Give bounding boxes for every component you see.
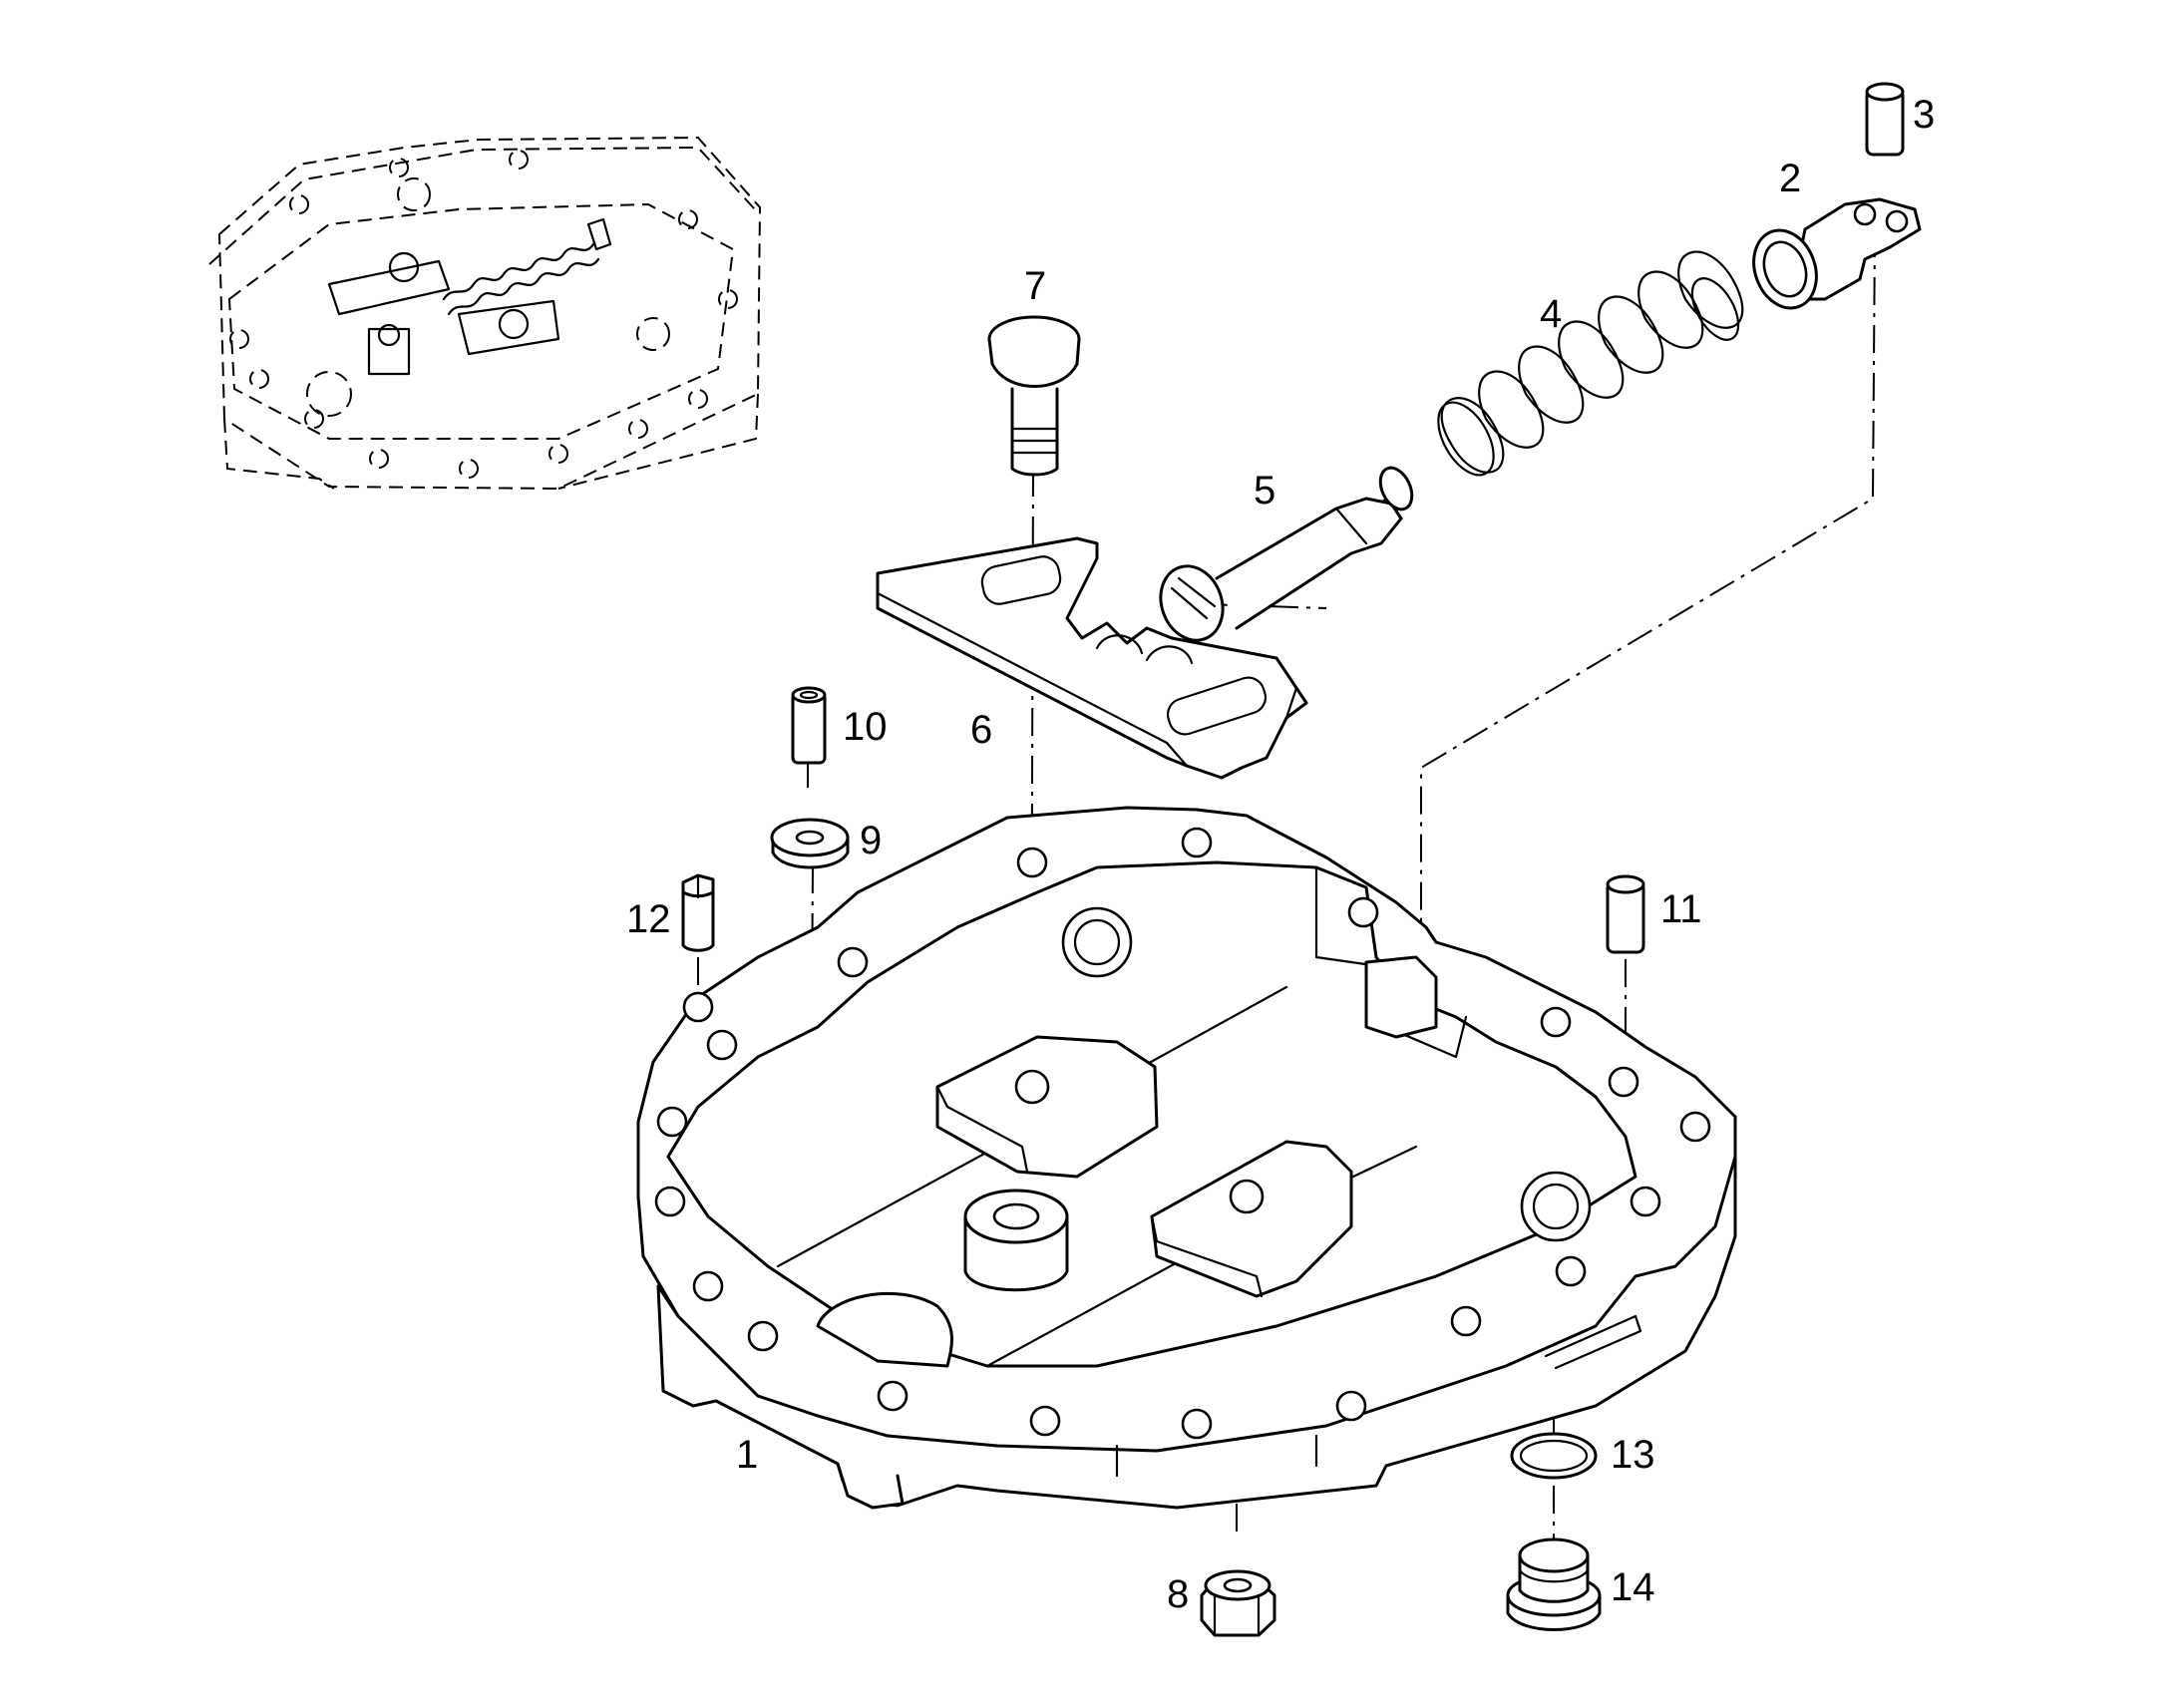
plug-14 xyxy=(1506,1537,1602,1631)
callout-7: 7 xyxy=(1024,264,1046,308)
sleeve-10 xyxy=(791,686,827,765)
callout-9: 9 xyxy=(860,819,882,862)
detent-pin-5 xyxy=(1159,466,1414,642)
shift-plate xyxy=(876,536,1308,780)
callout-8: 8 xyxy=(1167,1572,1189,1616)
callout-labels: 1 2 3 4 5 6 7 8 9 10 11 12 13 14 xyxy=(626,93,1935,1616)
dowel-11 xyxy=(1606,874,1645,954)
callout-12: 12 xyxy=(626,897,671,941)
pin-3 xyxy=(1865,82,1905,157)
housing-cover-plate xyxy=(636,806,1737,1510)
key-pin-12 xyxy=(681,873,715,952)
bushing-2 xyxy=(1752,197,1922,310)
compression-spring-4 xyxy=(1437,250,1744,477)
callout-13: 13 xyxy=(1611,1433,1655,1477)
callout-2: 2 xyxy=(1779,157,1801,200)
nut-8 xyxy=(1200,1569,1276,1637)
washer-9 xyxy=(770,818,850,869)
callout-6: 6 xyxy=(970,708,992,752)
callout-10: 10 xyxy=(843,705,888,749)
callout-3: 3 xyxy=(1913,93,1935,137)
callout-11: 11 xyxy=(1660,887,1702,931)
callout-14: 14 xyxy=(1611,1565,1655,1609)
callout-4: 4 xyxy=(1540,292,1562,336)
assembly-overview-inset xyxy=(208,136,762,491)
callout-5: 5 xyxy=(1254,469,1275,512)
callout-1: 1 xyxy=(736,1433,758,1477)
o-ring-13 xyxy=(1510,1432,1598,1480)
bolt-7 xyxy=(987,315,1081,477)
